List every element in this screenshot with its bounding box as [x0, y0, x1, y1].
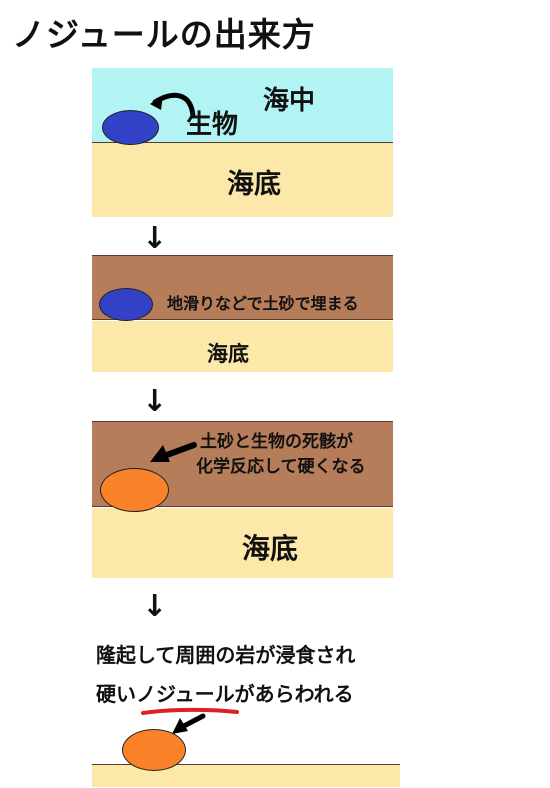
- arrow-icon: [150, 442, 197, 462]
- exposed-nodule-blob: [122, 729, 186, 771]
- seabed-layer: [92, 508, 393, 578]
- seabed-layer: [92, 321, 393, 372]
- down-arrow-icon: ↓: [142, 384, 168, 419]
- seabed-label: 海底: [207, 342, 249, 366]
- buried-organism-blob: [99, 288, 153, 321]
- reaction-label-line1: 土砂と生物の死骸が: [200, 432, 353, 452]
- page-title: ノジュールの出来方: [12, 15, 316, 54]
- down-arrow-icon: ↓: [142, 589, 168, 624]
- water-label: 海中: [263, 86, 316, 116]
- uplift-text-line2: 硬いノジュールがあらわれる: [96, 684, 354, 704]
- burial-label: 地滑りなどで土砂で埋まる: [167, 294, 359, 313]
- uplift-text-line1: 隆起して周囲の岩が浸食され: [96, 643, 356, 667]
- underline-stroke: [141, 707, 239, 715]
- stage3-panel: 土砂と生物の死骸が 化学反応して硬くなる 海底: [92, 421, 393, 578]
- stage4-ground: [92, 764, 400, 787]
- seabed-layer: [92, 143, 393, 217]
- arrow-icon: [172, 713, 206, 734]
- seabed-label: 海底: [227, 169, 281, 200]
- organism-label: 生物: [186, 110, 239, 140]
- nodule-highlight: ノジュール: [136, 682, 235, 706]
- nodule-blob: [100, 468, 169, 512]
- stage2-panel: 地滑りなどで土砂で埋まる 海底: [92, 255, 393, 372]
- seabed-label: 海底: [242, 532, 299, 565]
- curved-arrow-icon: [150, 92, 196, 119]
- stage1-panel: 海中 生物 海底: [92, 68, 393, 217]
- uplift-text-post: があらわれる: [234, 682, 354, 706]
- uplift-text-pre: 硬い: [96, 682, 136, 706]
- organism-blob: [102, 110, 159, 145]
- reaction-label-line2: 化学反応して硬くなる: [196, 457, 366, 477]
- down-arrow-icon: ↓: [142, 221, 168, 256]
